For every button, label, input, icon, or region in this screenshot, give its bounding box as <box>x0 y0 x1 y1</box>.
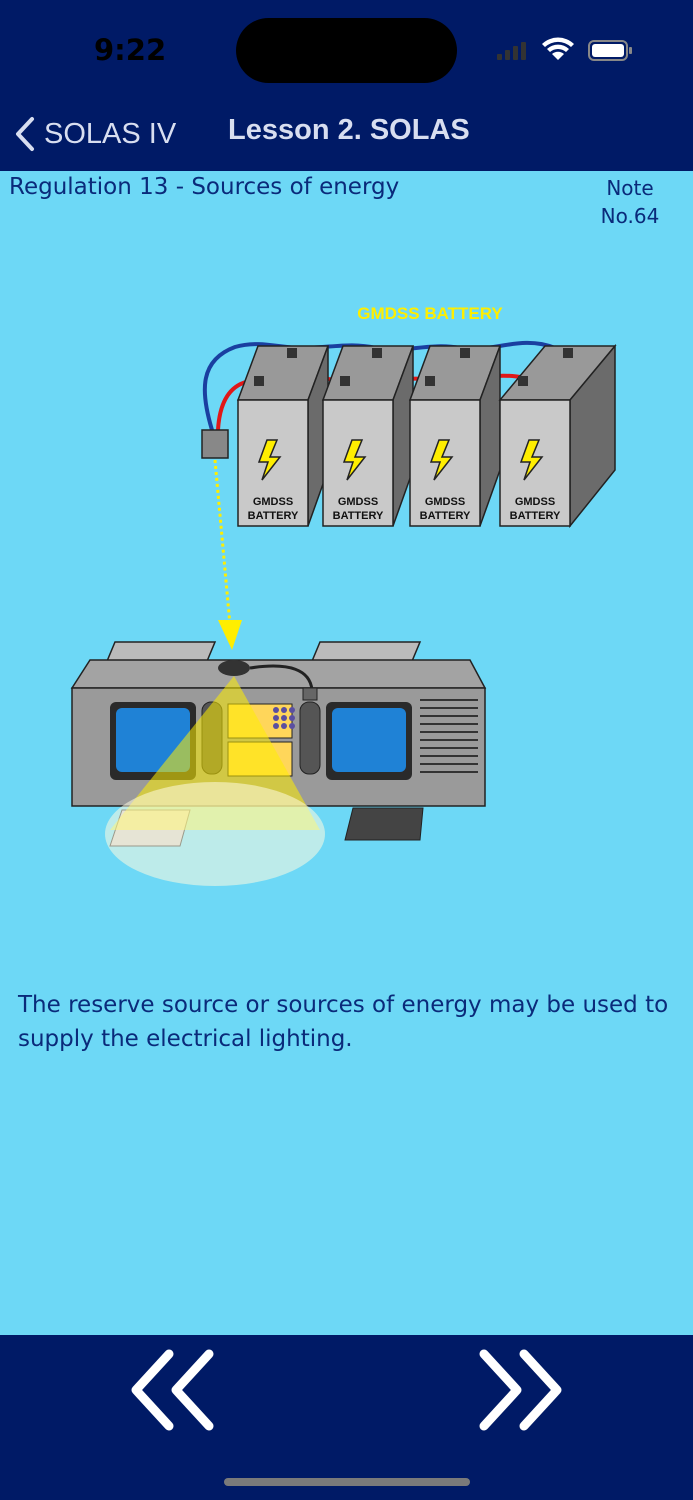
back-button-label: SOLAS IV <box>44 117 177 150</box>
battery-heading: GMDSS BATTERY <box>357 304 503 323</box>
double-chevron-left-icon <box>131 1349 214 1431</box>
signal-icon <box>497 42 526 60</box>
back-button[interactable]: SOLAS IV <box>14 113 176 155</box>
note-value: No.64 <box>600 204 660 228</box>
wifi-icon <box>542 37 574 60</box>
battery-2: GMDSS BATTERY <box>321 345 415 527</box>
note-label: Note <box>606 176 654 200</box>
battery-label: BATTERY <box>510 510 561 522</box>
arrow-head-icon <box>218 620 242 650</box>
battery-1: GMDSS BATTERY <box>236 345 330 527</box>
page-title: Lesson 2. SOLAS <box>228 114 470 146</box>
lesson-text: The reserve source or sources of energy … <box>18 992 669 1052</box>
battery-label: BATTERY <box>248 510 299 522</box>
gmdss-illustration: GMDSS BATTERY GMDSS BATTERY GMDSS BATTER… <box>70 304 617 886</box>
battery-label: GMDSS <box>425 496 465 508</box>
status-icons <box>497 37 632 61</box>
battery-label: BATTERY <box>333 510 384 522</box>
next-button[interactable] <box>472 1346 572 1436</box>
dynamic-island <box>236 18 457 83</box>
battery-icon <box>588 40 632 61</box>
previous-button[interactable] <box>124 1346 224 1436</box>
connector-box <box>201 429 229 459</box>
battery-label: GMDSS <box>253 496 293 508</box>
battery-3: GMDSS BATTERY <box>408 345 502 527</box>
home-indicator[interactable] <box>224 1478 470 1486</box>
battery-label: GMDSS <box>515 496 555 508</box>
note-number: Note No.64 <box>590 174 670 230</box>
status-time: 9:22 <box>94 33 167 67</box>
lighting-spot <box>105 782 325 886</box>
battery-label: GMDSS <box>338 496 378 508</box>
battery-label: BATTERY <box>420 510 471 522</box>
feed-arrow-line <box>213 459 232 626</box>
double-chevron-right-icon <box>479 1349 562 1431</box>
navigation-bar: 9:22 SOLAS IV Lesson 2. SOLAS <box>0 0 693 171</box>
chevron-left-icon <box>16 117 34 151</box>
bottom-navigation-bar <box>0 1335 693 1500</box>
battery-4: GMDSS BATTERY <box>498 343 617 529</box>
regulation-title: Regulation 13 - Sources of energy <box>9 174 400 200</box>
